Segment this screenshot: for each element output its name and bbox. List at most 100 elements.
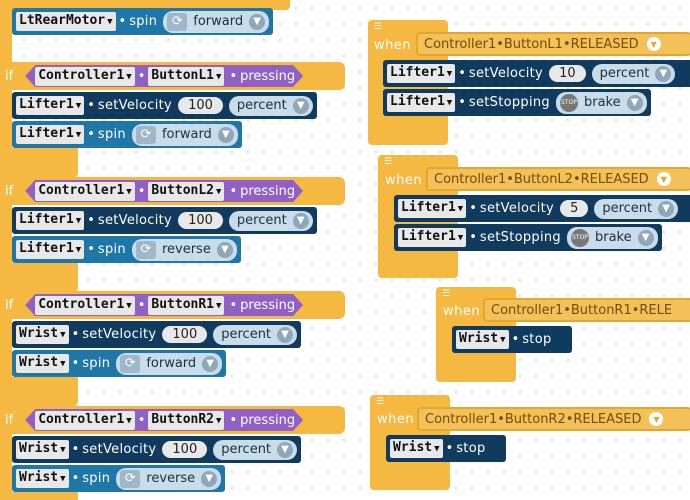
device-dropdown[interactable]: Lifter1▼ xyxy=(16,125,85,144)
loop-connector xyxy=(0,35,12,65)
device-dropdown[interactable]: Lifter1▼ xyxy=(16,96,85,115)
if-block-header[interactable]: if Controller1▼ • ButtonR2▼ •pressing xyxy=(0,406,345,434)
device-name: Wrist xyxy=(459,331,499,346)
dot-separator: • xyxy=(137,297,146,313)
unit-dropdown[interactable]: percent▼ xyxy=(213,324,298,345)
set-velocity-block[interactable]: Wrist▼ •setVelocity 100 percent▼ xyxy=(12,321,302,348)
direction-value: forward xyxy=(193,14,244,29)
device-dropdown[interactable]: Wrist▼ xyxy=(16,440,69,459)
velocity-value-input[interactable]: 100 xyxy=(162,441,208,458)
button-dropdown[interactable]: ButtonL2▼ xyxy=(148,182,224,201)
button-dropdown[interactable]: ButtonR1▼ xyxy=(148,296,224,315)
device-dropdown[interactable]: Lifter1▼ xyxy=(387,93,456,112)
controller-dropdown[interactable]: Controller1▼ xyxy=(35,67,135,86)
dot-separator: • xyxy=(87,213,95,228)
chevron-down-icon: ▼ xyxy=(277,326,294,343)
if-block-header[interactable]: if Controller1▼ • ButtonL1▼ •pressing xyxy=(0,62,345,90)
device-name: Wrist xyxy=(19,470,59,485)
set-velocity-block[interactable]: Lifter1▼ •setVelocity 10 percent▼ xyxy=(383,60,690,87)
velocity-value-input[interactable]: 100 xyxy=(162,326,208,343)
dot-separator: • xyxy=(71,442,80,457)
if-keyword: if xyxy=(5,183,14,199)
spin-block[interactable]: Lifter1▼ •spin ⟳forward▼ xyxy=(12,121,242,148)
method-label: spin xyxy=(82,471,111,486)
unit-dropdown[interactable]: percent▼ xyxy=(591,63,676,84)
device-dropdown[interactable]: Lifter1▼ xyxy=(398,228,467,247)
set-velocity-block[interactable]: Lifter1▼ •setVelocity 100 percent▼ xyxy=(12,92,317,119)
device-dropdown[interactable]: Wrist▼ xyxy=(16,325,69,344)
device-dropdown[interactable]: Wrist▼ xyxy=(16,469,69,488)
controller-pressing-block[interactable]: Controller1▼ • ButtonR1▼ •pressing xyxy=(25,294,303,316)
chevron-down-icon: ▼ xyxy=(658,200,675,217)
spin-block[interactable]: Wrist▼ •spin ⟳forward▼ xyxy=(12,350,227,377)
device-dropdown[interactable]: Lifter1▼ xyxy=(16,211,85,230)
grip-lines-icon: ☰ xyxy=(376,397,385,407)
dot-separator: • xyxy=(469,230,477,245)
controller-dropdown[interactable]: Controller1▼ xyxy=(35,296,135,315)
controller-pressing-block[interactable]: Controller1▼ • ButtonR2▼ •pressing xyxy=(25,409,303,431)
device-dropdown[interactable]: Wrist▼ xyxy=(390,439,443,458)
event-hat-dropdown[interactable]: Controller1•ButtonL1•RELEASED▼ xyxy=(416,32,690,56)
event-hat-dropdown[interactable]: Controller1•ButtonR2•RELEASED▼ xyxy=(417,407,690,431)
grip-lines-icon: ☰ xyxy=(374,22,383,32)
set-velocity-block[interactable]: Lifter1▼ •setVelocity 5 percent▼ xyxy=(394,195,690,222)
spin-block[interactable]: Lifter1▼ •spin ⟳reverse▼ xyxy=(12,236,241,263)
unit-value: percent xyxy=(221,442,272,457)
unit-dropdown[interactable]: percent▼ xyxy=(213,439,298,460)
spin-block[interactable]: Wrist▼ •spin ⟳reverse▼ xyxy=(12,465,226,492)
button-dropdown[interactable]: ButtonR2▼ xyxy=(148,411,224,430)
device-dropdown[interactable]: Wrist▼ xyxy=(16,354,69,373)
event-hat-dropdown[interactable]: Controller1•ButtonL2•RELEASED▼ xyxy=(426,167,690,191)
set-velocity-block[interactable]: Lifter1▼ •setVelocity 100 percent▼ xyxy=(12,207,317,234)
unit-dropdown[interactable]: percent▼ xyxy=(228,210,313,231)
method-label: setVelocity xyxy=(82,327,157,342)
controller-pressing-block[interactable]: Controller1▼ • ButtonL1▼ •pressing xyxy=(25,65,303,87)
dot-separator: • xyxy=(71,327,80,342)
controller-pressing-block[interactable]: Controller1▼ • ButtonL2▼ •pressing xyxy=(25,180,303,202)
set-velocity-block[interactable]: Wrist▼ •setVelocity 100 percent▼ xyxy=(12,436,302,463)
if-block-header[interactable]: if Controller1▼ • ButtonR1▼ •pressing xyxy=(0,291,345,319)
controller-dropdown[interactable]: Controller1▼ xyxy=(35,182,135,201)
device-dropdown[interactable]: Lifter1▼ xyxy=(387,64,456,83)
stopping-mode-value: brake xyxy=(583,95,621,110)
device-name: Lifter1 xyxy=(19,97,74,112)
caret-down-icon: ▼ xyxy=(457,204,464,214)
device-dropdown[interactable]: Lifter1▼ xyxy=(398,199,467,218)
device-name: Lifter1 xyxy=(19,212,74,227)
if-block-header[interactable]: if Controller1▼ • ButtonL2▼ •pressing xyxy=(0,177,345,205)
velocity-value-input[interactable]: 100 xyxy=(178,212,223,229)
event-trigger-label: Controller1•ButtonL2•RELEASED xyxy=(434,171,649,187)
device-dropdown[interactable]: Lifter1▼ xyxy=(16,240,85,259)
device-dropdown[interactable]: LtRearMotor▼ xyxy=(16,12,116,31)
device-dropdown[interactable]: Wrist▼ xyxy=(456,330,509,349)
velocity-value-input[interactable]: 10 xyxy=(549,65,586,82)
if-block-footer xyxy=(0,263,78,293)
event-hat-dropdown[interactable]: Controller1•ButtonR1•RELE xyxy=(483,298,690,322)
controller-dropdown[interactable]: Controller1▼ xyxy=(35,411,135,430)
button-dropdown[interactable]: ButtonL1▼ xyxy=(148,67,224,86)
velocity-value-input[interactable]: 5 xyxy=(560,200,589,217)
unit-dropdown[interactable]: percent▼ xyxy=(228,95,313,116)
velocity-value-input[interactable]: 100 xyxy=(178,97,223,114)
button-name: ButtonL1 xyxy=(151,67,215,83)
direction-dropdown[interactable]: ⟳reverse▼ xyxy=(116,467,222,490)
unit-dropdown[interactable]: percent▼ xyxy=(594,198,679,219)
spin-block[interactable]: LtRearMotor▼ •spin ⟳forward▼ xyxy=(12,8,274,35)
direction-dropdown[interactable]: ⟳forward▼ xyxy=(131,123,238,146)
direction-dropdown[interactable]: ⟳forward▼ xyxy=(163,10,270,33)
stop-block[interactable]: Wrist▼ •stop xyxy=(452,326,572,353)
method-label: setVelocity xyxy=(468,66,544,81)
stop-block[interactable]: Wrist▼ •stop xyxy=(386,435,506,462)
method-label: spin xyxy=(97,242,126,257)
direction-dropdown[interactable]: ⟳forward▼ xyxy=(116,352,223,375)
direction-value: forward xyxy=(161,127,212,142)
direction-value: reverse xyxy=(146,471,196,486)
caret-down-icon: ▼ xyxy=(126,300,132,311)
controller-name: Controller1 xyxy=(38,296,125,312)
direction-dropdown[interactable]: ⟳reverse▼ xyxy=(131,238,237,261)
